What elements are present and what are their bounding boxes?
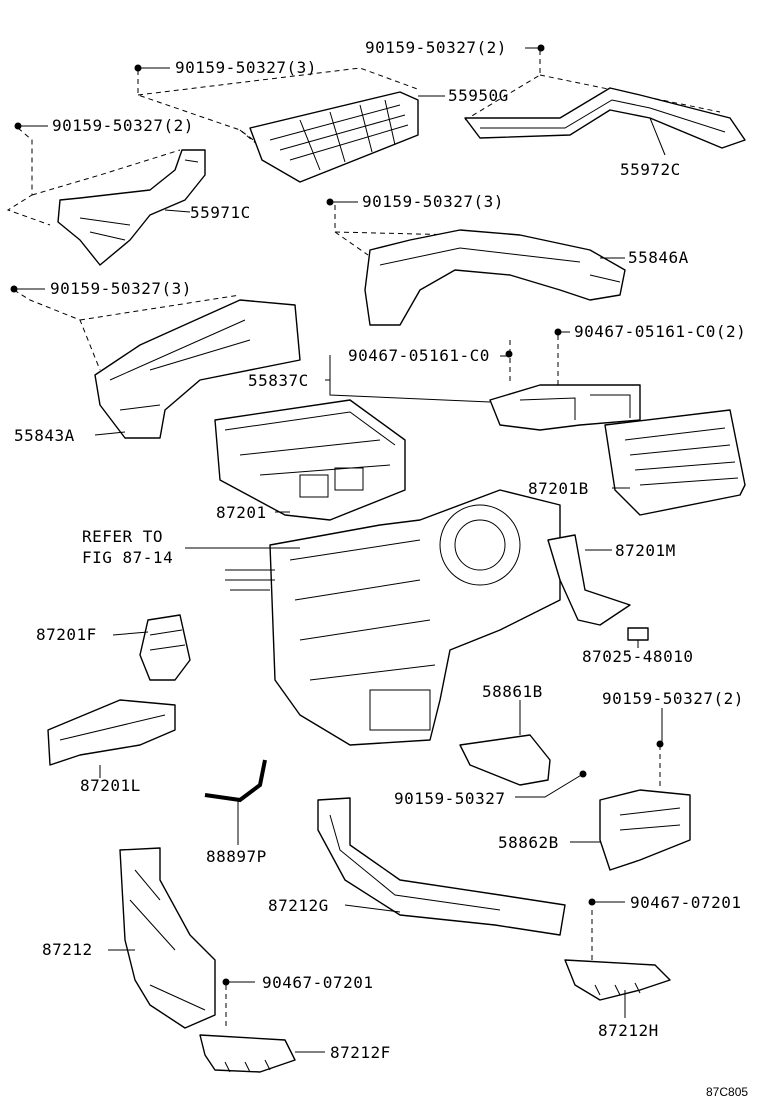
label-55837c: 55837C (248, 371, 309, 390)
label-88897p: 88897P (206, 847, 267, 866)
label-55950g: 55950G (448, 86, 509, 105)
label-87212: 87212 (42, 940, 93, 959)
part-55972c (464, 87, 746, 149)
part-55971c (57, 149, 206, 266)
part-55837c (489, 384, 641, 431)
label-55972c: 55972C (620, 160, 681, 179)
part-58861b (459, 734, 551, 786)
part-87201f (139, 614, 191, 681)
part-88897p (204, 759, 267, 803)
label-90467-07201-left: 90467-07201 (262, 973, 373, 992)
label-87025-48010: 87025-48010 (582, 647, 693, 666)
label-58862b: 58862B (498, 833, 559, 852)
label-90467-05161-c0-2: 90467-05161-C0(2) (574, 322, 746, 341)
label-87212h: 87212H (598, 1021, 659, 1040)
part-87201m (547, 534, 631, 626)
label-90159-50327-2-right: 90159-50327(2) (602, 689, 744, 708)
label-87201: 87201 (216, 503, 267, 522)
label-87201f: 87201F (36, 625, 97, 644)
part-87212h (564, 959, 671, 1001)
label-refer-to: REFER TO (82, 527, 163, 546)
label-58861b: 58861B (482, 682, 543, 701)
part-87212 (119, 847, 216, 1029)
labels: 90159-50327(3) 90159-50327(2) 55950G 559… (14, 38, 748, 1099)
label-87212g: 87212G (268, 896, 329, 915)
part-55950g (249, 91, 419, 183)
label-90159-50327-2-top-right: 90159-50327(2) (365, 38, 507, 57)
label-87201m: 87201M (615, 541, 676, 560)
dashed-guides (6, 50, 721, 1030)
label-90159-50327-3-left: 90159-50327(3) (50, 279, 192, 298)
label-diagram-code: 87C805 (706, 1085, 748, 1099)
part-87212f (199, 1034, 296, 1073)
part-58862b (599, 789, 691, 871)
part-87025-48010 (627, 627, 649, 641)
label-55971c: 55971C (190, 203, 251, 222)
part-hvac-unit (225, 489, 561, 746)
label-55846a: 55846A (628, 248, 689, 267)
label-55843a: 55843A (14, 426, 75, 445)
label-87212f: 87212F (330, 1043, 391, 1062)
label-87201l: 87201L (80, 776, 141, 795)
part-55846a (364, 229, 626, 326)
label-90159-50327-3-top: 90159-50327(3) (175, 58, 317, 77)
label-90159-50327-2-left: 90159-50327(2) (52, 116, 194, 135)
label-87201b: 87201B (528, 479, 589, 498)
part-87201b (604, 409, 746, 516)
leader-lines (16, 47, 666, 1053)
label-90467-07201-right: 90467-07201 (630, 893, 741, 912)
part-87201 (214, 399, 406, 521)
part-87212g (317, 797, 566, 936)
label-90159-50327-single: 90159-50327 (394, 789, 505, 808)
part-55843a (94, 299, 301, 439)
label-fig-87-14: FIG 87-14 (82, 548, 173, 567)
label-90467-05161-c0: 90467-05161-C0 (348, 346, 490, 365)
label-90159-50327-3-mid: 90159-50327(3) (362, 192, 504, 211)
part-87201l (47, 699, 176, 766)
